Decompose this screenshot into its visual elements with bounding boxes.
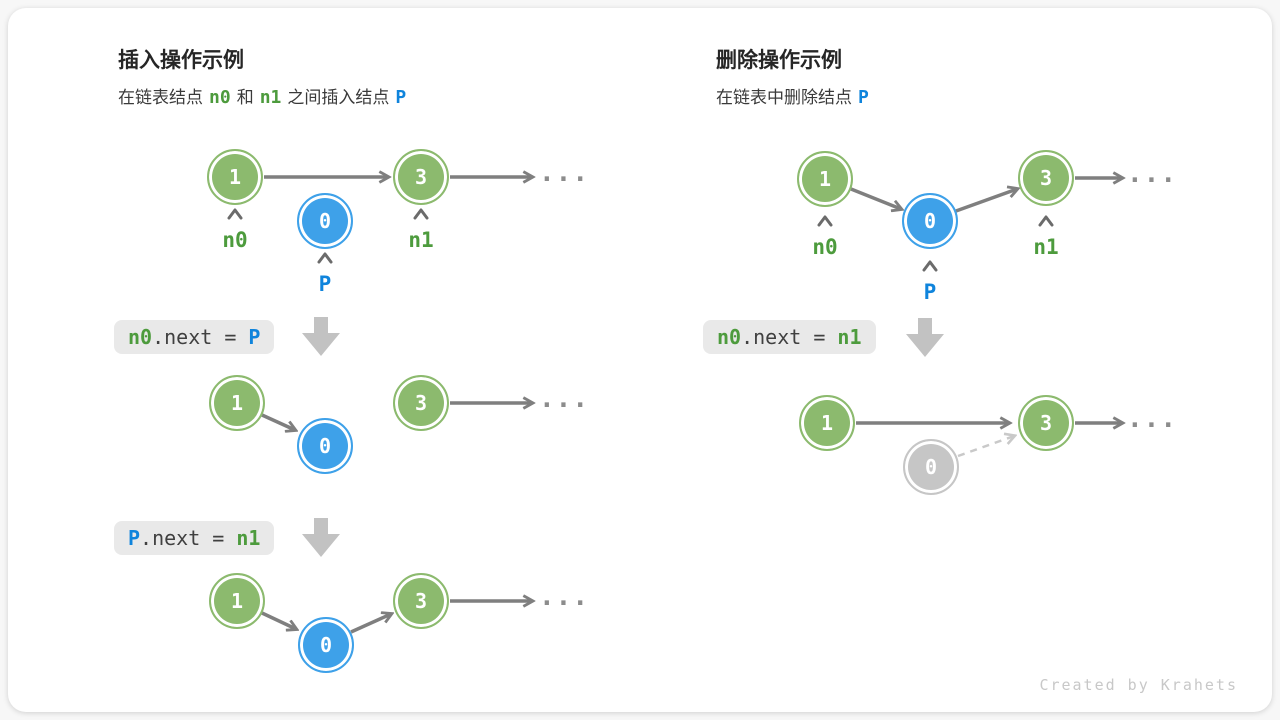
- insert-code-step-1: n0.next = P: [114, 320, 275, 354]
- insert-d2-node-1: 1: [209, 375, 265, 431]
- code-token-n1: n1: [837, 325, 862, 349]
- delete-d1-label-n0: n0: [812, 235, 838, 259]
- insert-panel-title: 插入操作示例: [118, 49, 244, 72]
- delete-d1-label-n1: n1: [1033, 235, 1059, 259]
- code-token-p: P: [128, 526, 141, 550]
- insert-d1-label-p: P: [318, 272, 332, 296]
- code-token: .next =: [140, 526, 237, 550]
- ellipsis: ...: [1127, 159, 1177, 189]
- code-token-n0: n0: [717, 325, 742, 349]
- delete-d2-node-0-removed: 0: [903, 439, 959, 495]
- subtitle-text: 在链表中删除结点: [716, 88, 852, 107]
- delete-d2-node-3: 3: [1018, 395, 1074, 451]
- delete-d1-node-0: 0: [902, 193, 958, 249]
- code-token: .next =: [741, 325, 838, 349]
- insert-d1-label-n1: n1: [408, 228, 434, 252]
- insert-d1-node-1: 1: [207, 149, 263, 205]
- ellipsis: ...: [539, 582, 589, 612]
- insert-panel-subtitle: 在链表结点 n0 和 n1 之间插入结点 P: [118, 83, 412, 108]
- insert-d2-node-0: 0: [297, 418, 353, 474]
- token-p: P: [395, 87, 407, 108]
- insert-d1-label-n0: n0: [222, 228, 248, 252]
- ellipsis: ...: [1127, 404, 1177, 434]
- ellipsis: ...: [539, 158, 589, 188]
- insert-d3-node-0: 0: [298, 617, 354, 673]
- watermark-credit: Created by Krahets: [1039, 676, 1238, 694]
- delete-panel-title: 删除操作示例: [716, 49, 842, 72]
- delete-d2-node-1: 1: [799, 395, 855, 451]
- delete-d1-node-3: 3: [1018, 150, 1074, 206]
- code-token-n1: n1: [236, 526, 261, 550]
- insert-d3-node-3: 3: [393, 573, 449, 629]
- code-token: .next =: [152, 325, 249, 349]
- delete-d1-node-1: 1: [797, 151, 853, 207]
- subtitle-text: 和: [236, 88, 254, 107]
- delete-d1-label-p: P: [923, 280, 937, 304]
- code-token-n0: n0: [128, 325, 153, 349]
- token-n1: n1: [259, 87, 282, 108]
- subtitle-text: 之间插入结点: [287, 88, 390, 107]
- code-token-p: P: [248, 325, 261, 349]
- figure-card: [8, 8, 1272, 712]
- insert-d3-node-1: 1: [209, 573, 265, 629]
- delete-panel-subtitle: 在链表中删除结点 P: [716, 83, 875, 108]
- subtitle-text: 在链表结点: [118, 88, 203, 107]
- insert-code-step-2: P.next = n1: [114, 521, 275, 555]
- ellipsis: ...: [539, 384, 589, 414]
- insert-d1-node-3: 3: [393, 149, 449, 205]
- token-n0: n0: [209, 87, 231, 108]
- delete-code-step-1: n0.next = n1: [703, 320, 876, 354]
- token-p: P: [858, 87, 869, 108]
- insert-d2-node-3: 3: [393, 375, 449, 431]
- insert-d1-node-0: 0: [297, 193, 353, 249]
